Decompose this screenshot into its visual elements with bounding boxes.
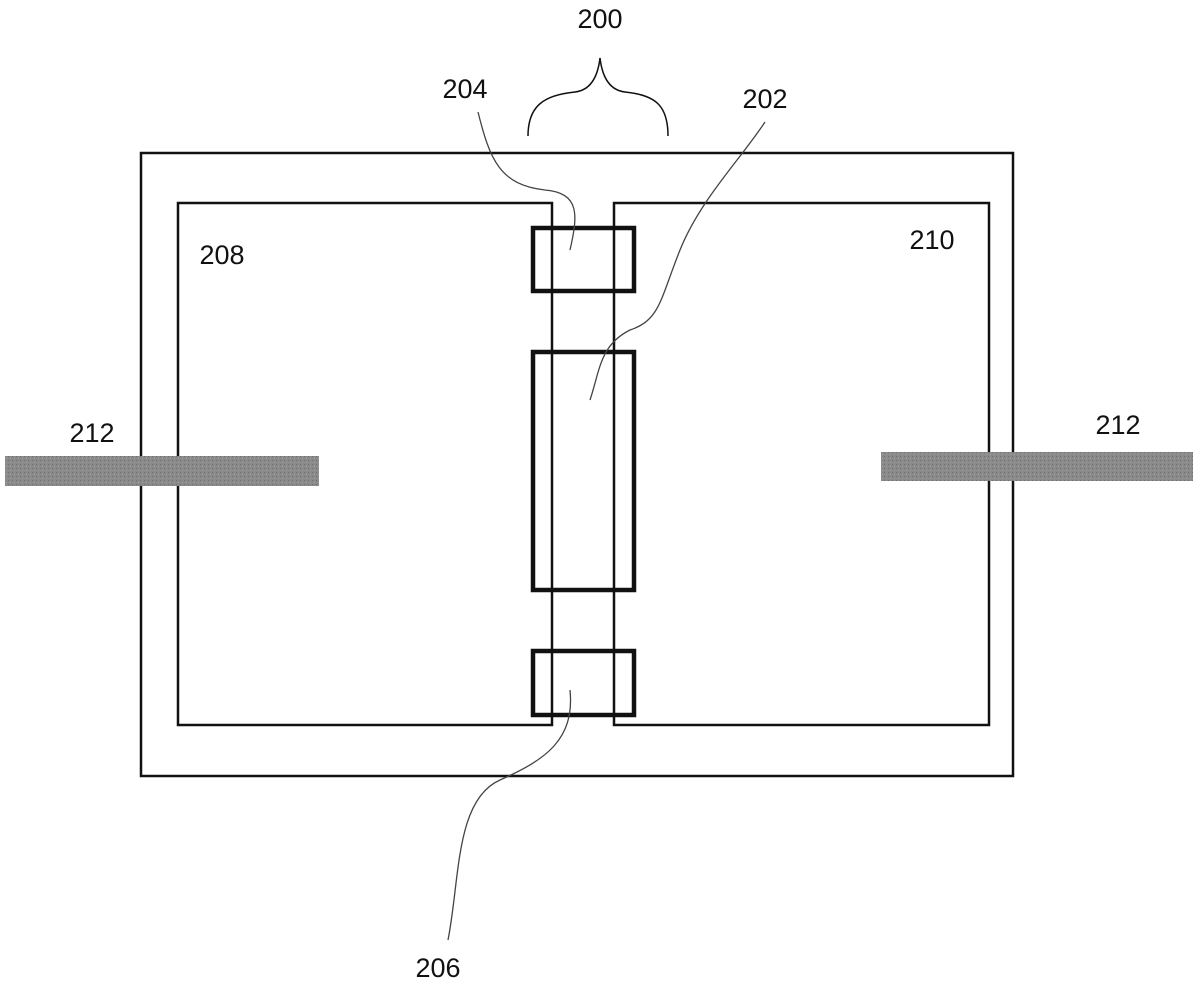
bottom-component-206: [530, 648, 637, 718]
label-204: 204: [442, 74, 487, 104]
label-202: 202: [742, 84, 787, 114]
label-206: 206: [415, 953, 460, 983]
leader-line-204: [477, 111, 576, 251]
label-212-right: 212: [1095, 410, 1140, 440]
label-212-left: 212: [69, 418, 114, 448]
group-brace-200: [527, 57, 669, 137]
label-200: 200: [577, 4, 622, 34]
right-lead-212: [881, 452, 1193, 481]
leader-line-202: [589, 121, 766, 401]
label-208: 208: [199, 240, 244, 270]
left-lead-212: [5, 456, 319, 486]
label-210: 210: [909, 225, 954, 255]
center-component-202: [530, 349, 637, 593]
top-component-204: [530, 225, 637, 294]
leader-line-206: [447, 689, 572, 941]
